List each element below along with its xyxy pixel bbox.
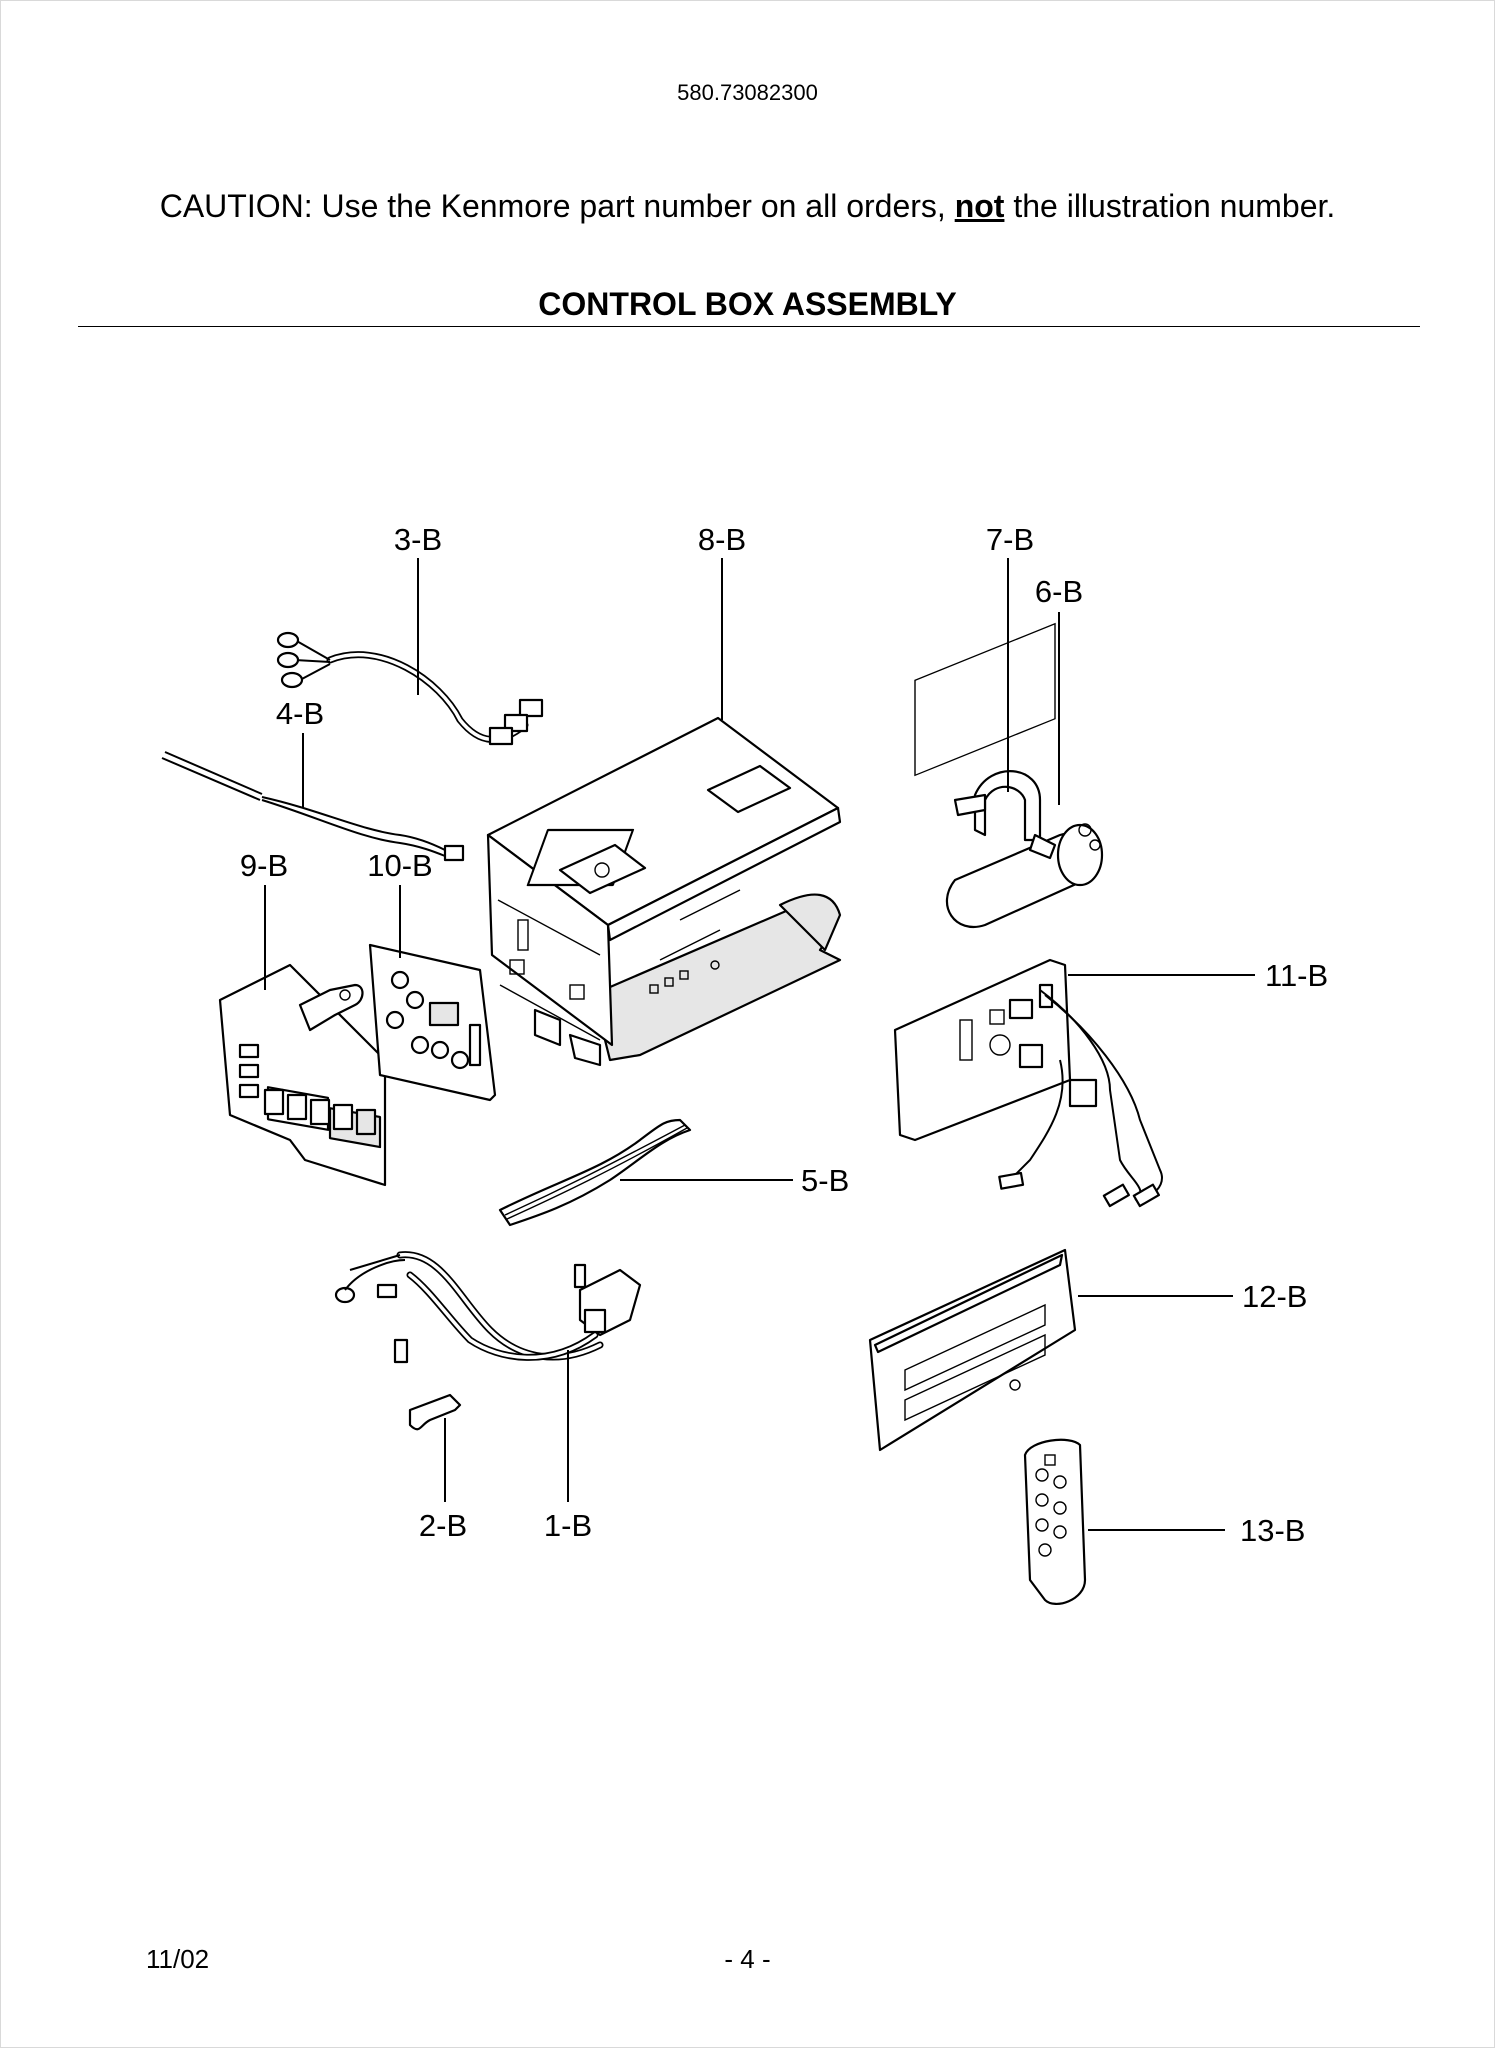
- title-underline: [78, 326, 1420, 327]
- section-title: CONTROL BOX ASSEMBLY: [538, 286, 957, 322]
- part-8b-control-box-chassis: [486, 716, 842, 1067]
- callout-10b: 10-B: [367, 848, 432, 883]
- caution-text-start: CAUTION: Use the Kenmore part number on …: [159, 188, 955, 224]
- part-12b-cover-plate: [868, 1248, 1077, 1452]
- callout-13b: 13-B: [1240, 1513, 1305, 1548]
- part-2b-cable-clamp: [408, 1393, 462, 1431]
- caution-text-end: the illustration number.: [1004, 188, 1336, 224]
- callout-6b: 6-B: [1035, 574, 1083, 609]
- callout-1b: 1-B: [544, 1508, 592, 1543]
- part-11b-main-pcb: [893, 622, 1163, 1208]
- callout-3b: 3-B: [394, 522, 442, 557]
- part-4b-sensor-wire: [161, 751, 465, 862]
- footer-date: 11/02: [146, 1944, 210, 1974]
- callout-7b: 7-B: [986, 522, 1034, 557]
- callout-2b: 2-B: [419, 1508, 467, 1543]
- part-5b-ribbon-cable: [498, 1118, 692, 1227]
- page-number: - 4 -: [724, 1944, 771, 1974]
- part-10b-display-pcb: [368, 943, 497, 1102]
- callout-8b: 8-B: [698, 522, 746, 557]
- part-13b-remote-control: [1023, 1438, 1087, 1605]
- callout-11b: 11-B: [1265, 958, 1328, 993]
- callout-5b: 5-B: [801, 1163, 849, 1198]
- caution-notice: CAUTION: Use the Kenmore part number on …: [0, 188, 1495, 225]
- callout-12b: 12-B: [1242, 1279, 1307, 1314]
- part-1b-power-cord-harness: [334, 1251, 642, 1364]
- model-number: 580.73082300: [677, 80, 818, 105]
- callout-9b: 9-B: [240, 848, 288, 883]
- part-6b-7b-capacitor-and-clamp: [945, 770, 1104, 928]
- callout-4b: 4-B: [276, 696, 324, 731]
- caution-emphasis: not: [954, 188, 1005, 224]
- part-3b-wire-harness: [276, 631, 544, 746]
- callout-leader-lines: [264, 558, 1255, 1531]
- part-9b-control-panel: [218, 963, 387, 1187]
